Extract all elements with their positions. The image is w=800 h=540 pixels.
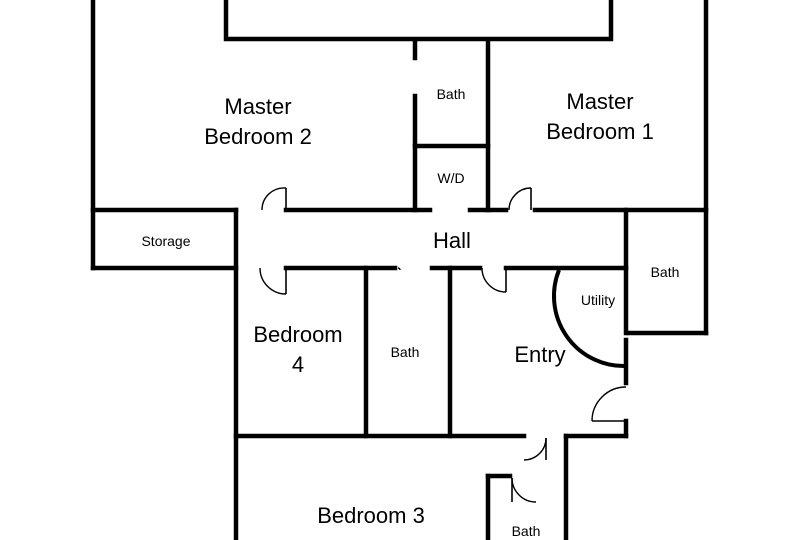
door-swing-mb1 <box>508 187 532 211</box>
door-swing-entry-hall <box>481 267 507 293</box>
label-bedroom-4-line2: 4 <box>292 352 304 377</box>
label-master-bedroom-2-line2: Bedroom 2 <box>204 124 312 149</box>
label-master-bedroom-1-line1: Master <box>566 89 633 114</box>
label-entry: Entry <box>514 342 565 367</box>
label-bath-right: Bath <box>651 264 680 280</box>
top-box-wall <box>223 0 614 42</box>
room-labels: Master Bedroom 2 Master Bedroom 1 Bath W… <box>141 86 679 539</box>
label-bedroom-3: Bedroom 3 <box>317 503 425 528</box>
door-swing-mb2 <box>261 187 287 211</box>
label-bath-lower: Bath <box>512 523 541 539</box>
label-bath-middle: Bath <box>391 344 420 360</box>
door-swing-bath-lower <box>511 477 537 503</box>
label-bath-upper: Bath <box>437 86 466 102</box>
door-swing-utility <box>551 269 627 369</box>
door-swing-bedroom3 <box>523 437 547 461</box>
label-utility: Utility <box>581 292 615 308</box>
label-storage: Storage <box>141 233 190 249</box>
label-bedroom-4-line1: Bedroom <box>253 322 342 347</box>
label-master-bedroom-1-line2: Bedroom 1 <box>546 119 654 144</box>
label-master-bedroom-2-line1: Master <box>224 94 291 119</box>
label-hall: Hall <box>433 228 471 253</box>
doors <box>259 187 627 503</box>
door-swing-exterior <box>591 386 627 422</box>
door-swing-bedroom4 <box>259 267 287 295</box>
walls <box>90 0 709 540</box>
door-swing-bath-middle <box>397 267 401 271</box>
label-wd: W/D <box>437 170 464 186</box>
